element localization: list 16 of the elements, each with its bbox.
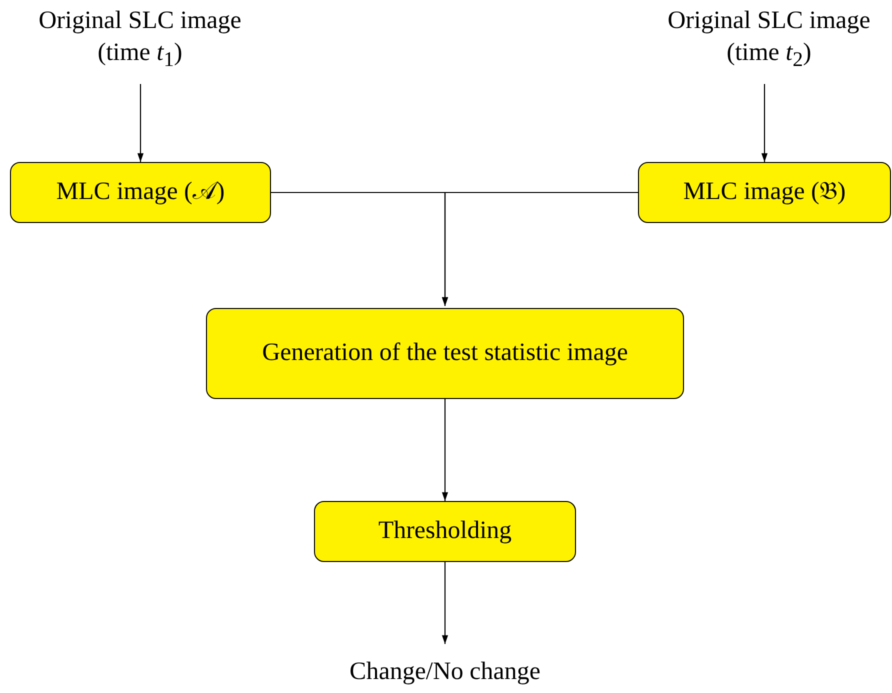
arrow bbox=[442, 399, 448, 501]
process-box bbox=[314, 501, 576, 562]
box-label: MLC image (𝔅) bbox=[683, 177, 846, 208]
arrow bbox=[137, 84, 144, 162]
text-label: Original SLC image (time t$_{2}$) bbox=[666, 6, 872, 74]
box-label: Generation of the test statistic image bbox=[262, 338, 628, 368]
arrow bbox=[761, 84, 768, 162]
process-box bbox=[10, 162, 271, 223]
text-label: Original SLC image (time t$_{1}$) bbox=[38, 6, 242, 74]
arrow bbox=[442, 192, 638, 306]
arrow bbox=[442, 562, 448, 644]
text-label: Change/No change bbox=[350, 656, 540, 687]
box-label: MLC image (𝒜) bbox=[56, 177, 225, 208]
process-box bbox=[638, 162, 891, 223]
process-box bbox=[206, 308, 684, 399]
box-label: Thresholding bbox=[378, 516, 512, 546]
